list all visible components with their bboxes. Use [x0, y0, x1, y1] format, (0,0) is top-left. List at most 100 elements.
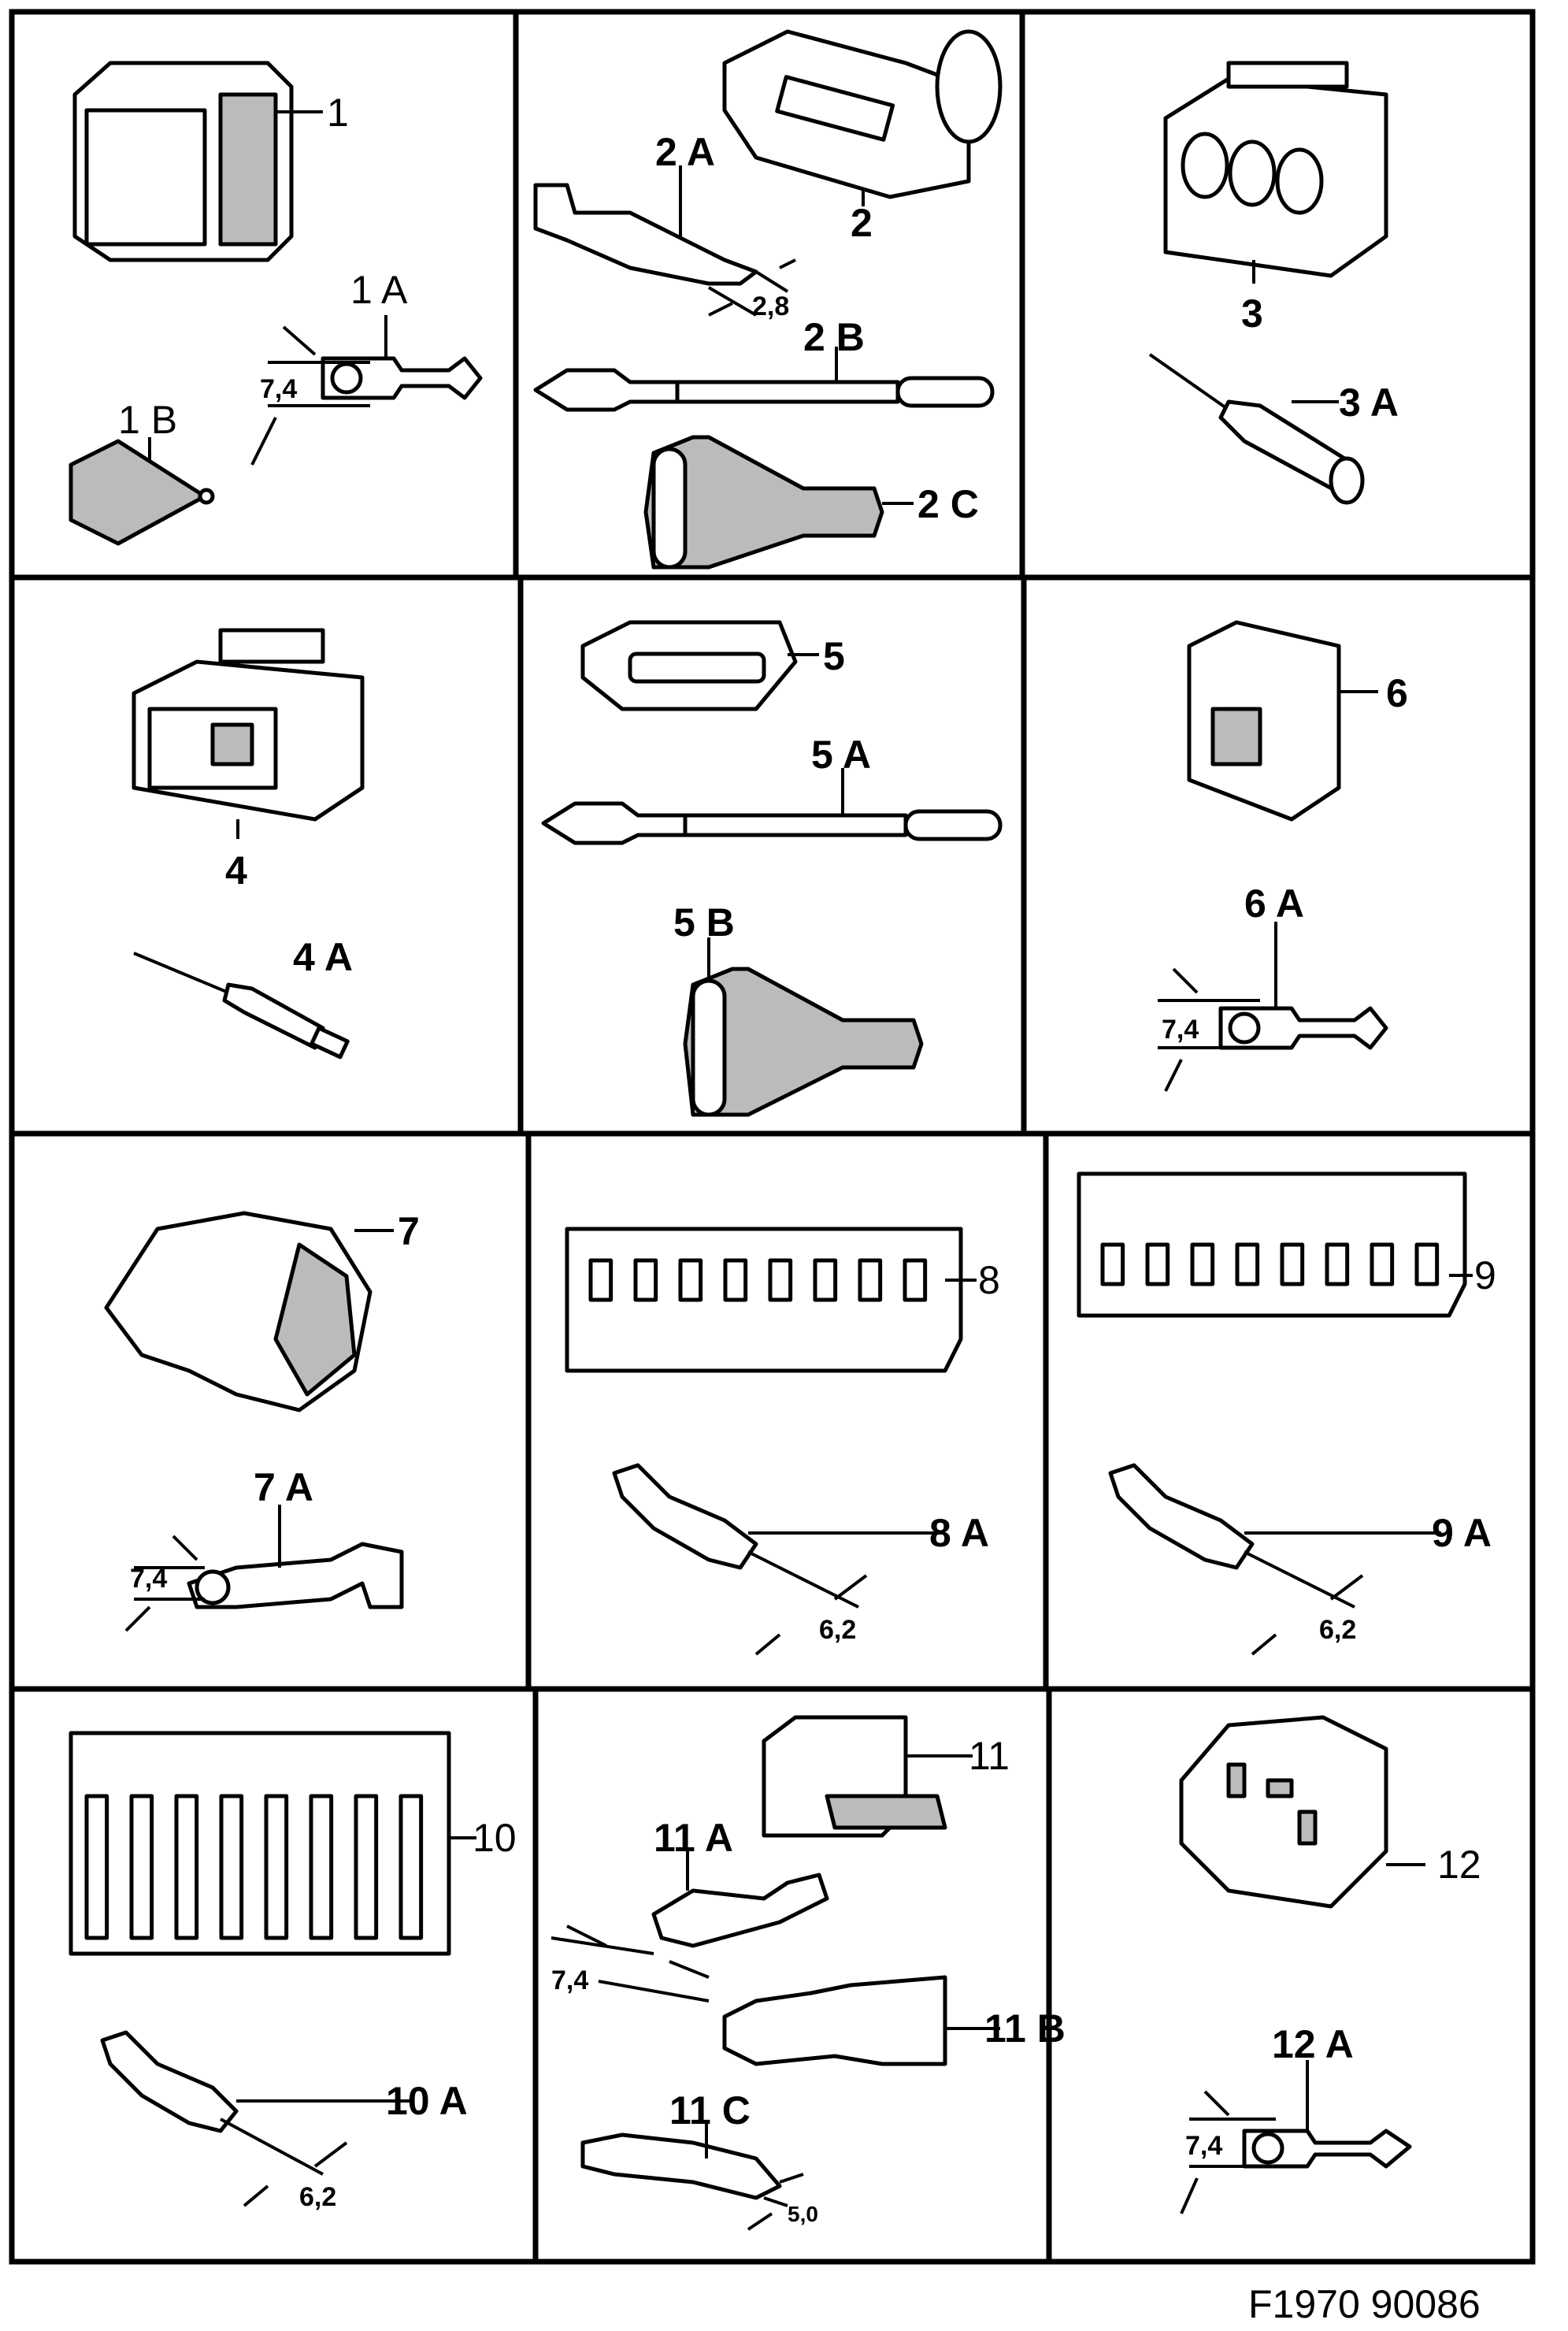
dim-6a: 7,4	[1162, 1015, 1199, 1045]
part-6-housing	[1187, 620, 1341, 822]
dim-8a: 6,2	[819, 1615, 856, 1645]
label-5b: 5 B	[673, 900, 735, 945]
part-7-housing	[104, 1211, 373, 1412]
slot	[588, 1258, 613, 1302]
label-2: 2	[851, 201, 873, 245]
slot	[633, 1258, 658, 1302]
label-7: 7	[398, 1209, 420, 1253]
part-10-slots	[84, 1794, 424, 1940]
part-2b-wire-terminal	[533, 368, 995, 412]
label-1b: 1 B	[118, 398, 177, 442]
slot	[858, 1258, 883, 1302]
part-2c-boot	[643, 435, 884, 570]
label-8: 8	[978, 1258, 1000, 1302]
label-6: 6	[1386, 671, 1408, 715]
part-3-housing	[1163, 61, 1388, 278]
slot	[264, 1794, 289, 1940]
part-11c-terminal	[580, 2132, 782, 2200]
figure-id: F1970 90086	[1248, 2282, 1481, 2326]
part-12-housing	[1179, 1715, 1388, 1909]
slot	[723, 1258, 748, 1302]
part-2a-terminal	[533, 183, 758, 286]
slot	[1280, 1242, 1305, 1286]
slot	[1414, 1242, 1440, 1286]
dim-9a: 6,2	[1319, 1615, 1356, 1645]
slot	[1370, 1242, 1395, 1286]
slot	[768, 1258, 793, 1302]
label-1a: 1 A	[350, 268, 408, 312]
part-1b-boot	[69, 439, 215, 546]
slot	[1190, 1242, 1215, 1286]
label-4: 4	[225, 848, 247, 893]
label-9a: 9 A	[1432, 1511, 1492, 1555]
slot	[354, 1794, 379, 1940]
label-2a: 2 A	[655, 130, 715, 174]
slot	[309, 1794, 334, 1940]
slot	[84, 1794, 109, 1940]
part-12a-terminal	[1242, 2129, 1412, 2169]
part-1a-terminal	[321, 356, 483, 400]
label-11c: 11 C	[669, 2088, 751, 2132]
label-10: 10	[473, 1816, 517, 1860]
label-2b: 2 B	[803, 315, 865, 359]
slot	[1100, 1242, 1125, 1286]
slot	[219, 1794, 244, 1940]
part-6a-terminal	[1218, 1006, 1388, 1050]
label-12a: 12 A	[1272, 2022, 1354, 2066]
dim-10a: 6,2	[299, 2182, 336, 2212]
part-5-housing	[580, 620, 798, 711]
label-11a: 11 A	[654, 1816, 733, 1860]
label-8a: 8 A	[929, 1511, 989, 1555]
label-11: 11	[969, 1734, 1010, 1778]
part-8-connector-strip	[565, 1227, 963, 1373]
part-11a-terminal	[651, 1873, 829, 1948]
part-5b-boot	[683, 967, 924, 1117]
part-4-housing	[132, 628, 365, 822]
label-9: 9	[1474, 1253, 1496, 1297]
slot	[1145, 1242, 1170, 1286]
dim-11a: 7,4	[551, 1965, 588, 1995]
label-6a: 6 A	[1244, 882, 1304, 926]
slot	[398, 1794, 424, 1940]
part-2-housing	[722, 29, 1003, 199]
dim-12a: 7,4	[1185, 2131, 1222, 2161]
part-4a-pin-terminal	[133, 952, 350, 1060]
part-8-slots	[588, 1258, 928, 1302]
part-9-slots	[1100, 1242, 1440, 1286]
label-3: 3	[1241, 291, 1263, 336]
label-1: 1	[327, 91, 349, 135]
dim-11c: 5,0	[788, 2202, 818, 2226]
part-3a-wire-terminal	[1148, 353, 1365, 505]
part-8a-terminal	[612, 1463, 758, 1570]
label-5: 5	[823, 634, 845, 678]
slot	[813, 1258, 838, 1302]
part-5a-wire-terminal	[541, 801, 1003, 845]
part-9-connector-strip	[1077, 1171, 1467, 1318]
label-2c: 2 C	[917, 482, 979, 526]
slot	[1235, 1242, 1260, 1286]
label-4a: 4 A	[293, 935, 353, 979]
panel-grid	[9, 9, 1536, 2265]
label-12: 12	[1437, 1843, 1481, 1887]
label-11b: 11 B	[984, 2006, 1066, 2051]
slot	[1325, 1242, 1350, 1286]
label-10a: 10 A	[386, 2079, 468, 2123]
slot	[903, 1258, 928, 1302]
part-1-housing	[72, 61, 294, 262]
dim-2a: 2,8	[752, 291, 789, 321]
slot	[174, 1794, 199, 1940]
part-7a-terminal	[187, 1542, 404, 1609]
slot	[129, 1794, 154, 1940]
part-10-connector-strip	[69, 1731, 451, 1956]
slot	[678, 1258, 703, 1302]
dim-1a: 7,4	[260, 374, 297, 404]
label-3a: 3 A	[1339, 380, 1399, 425]
label-5a: 5 A	[811, 733, 871, 777]
part-11-housing	[762, 1715, 947, 1838]
part-11b-terminal	[722, 1975, 947, 2066]
part-10a-terminal	[100, 2030, 239, 2133]
label-7a: 7 A	[254, 1465, 313, 1509]
dim-7a: 7,4	[130, 1564, 167, 1594]
part-9a-terminal	[1108, 1463, 1255, 1570]
